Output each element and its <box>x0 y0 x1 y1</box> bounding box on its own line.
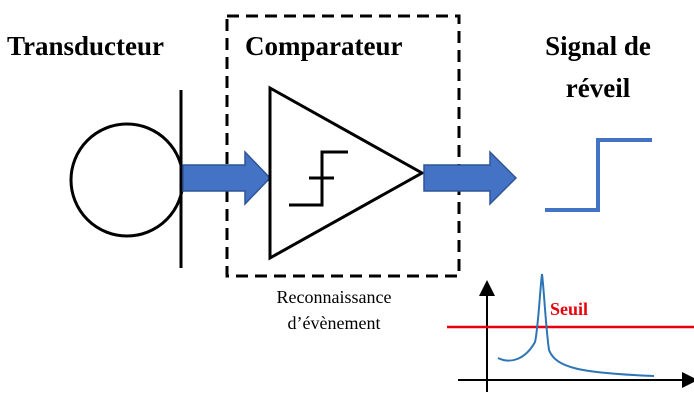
threshold-label: Seuil <box>550 299 589 319</box>
hysteresis-icon <box>289 150 348 207</box>
event-recognition-caption-line2: d’évènement <box>287 313 381 333</box>
step-signal-icon <box>545 138 652 212</box>
comparator-title: Comparateur <box>245 31 403 61</box>
event-recognition-caption-line1: Reconnaissance <box>276 287 392 307</box>
transducer-circle-icon <box>69 122 185 238</box>
wake-signal-title-line1: Signal de <box>545 31 651 61</box>
transducer-title: Transducteur <box>7 31 165 61</box>
comparator-dashed-box <box>225 14 461 278</box>
peak-curve <box>497 273 655 377</box>
input-arrow-icon <box>182 150 272 206</box>
wake-signal-title-line2: réveil <box>565 73 631 103</box>
output-arrow-icon <box>423 150 518 206</box>
comparator-triangle-icon <box>268 85 426 261</box>
graph-axes-icon <box>458 280 694 392</box>
